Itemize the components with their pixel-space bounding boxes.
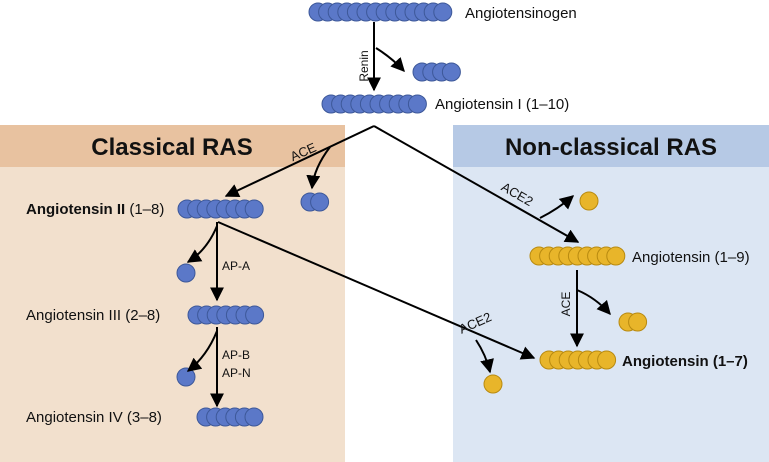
angiotensin-ii-chain: [177, 199, 264, 219]
amino-acid-bead: [244, 407, 264, 427]
angiotensin-i-label: Angiotensin I (1–10): [435, 96, 569, 113]
ace2-main-arrow: [373, 125, 580, 243]
angiotensin-1-7-label: Angiotensin (1–7): [622, 353, 748, 370]
amino-acid-bead: [483, 374, 503, 394]
ap-a-cleaved-bead: [176, 263, 196, 283]
renin-cleaved-beads: [412, 62, 461, 82]
angiotensinogen-chain: [308, 2, 453, 22]
reaction-arrows: [186, 22, 611, 408]
amino-acid-bead: [407, 94, 427, 114]
enzyme-labels: Renin ACE ACE2 AP-A AP-B AP-N ACE ACE2: [222, 50, 573, 380]
amino-acid-bead: [597, 350, 617, 370]
amino-acid-bead: [606, 246, 626, 266]
amino-acid-bead: [310, 192, 330, 212]
ap-a-side-arrow: [186, 225, 218, 263]
amino-acid-bead: [579, 191, 599, 211]
classical-panel-header: [0, 125, 345, 167]
peptide-labels: Angiotensinogen Angiotensin I (1–10) Ang…: [26, 5, 750, 426]
angiotensin-iii-label: Angiotensin III (2–8): [26, 307, 160, 324]
classical-ras-title: Classical RAS: [91, 134, 252, 161]
angiotensin-i-chain: [321, 94, 427, 114]
ap-bn-cleaved-bead: [176, 367, 196, 387]
ap-a-label: AP-A: [222, 259, 250, 273]
ace2-cross-side-arrow: [475, 339, 494, 374]
angiotensinogen-label: Angiotensinogen: [465, 5, 577, 22]
angiotensin-1-9-label: Angiotensin (1–9): [632, 249, 750, 266]
amino-acid-bead: [176, 367, 196, 387]
amino-acid-bead: [176, 263, 196, 283]
angiotensin-1-7-chain: [539, 350, 617, 370]
angiotensin-iii-chain: [187, 305, 265, 325]
ace-right-label: ACE: [559, 292, 573, 317]
ace-cleaved-dipeptide-right: [618, 312, 648, 332]
nonclassical-panel-header: [453, 125, 769, 167]
ace2-cleaved-bead: [579, 191, 599, 211]
renin-side-arrow: [375, 47, 405, 73]
ace-main-arrow: [224, 125, 375, 197]
nonclassical-ras-panel: Non-classical RAS: [453, 125, 769, 462]
ap-n-label: AP-N: [222, 366, 251, 380]
amino-acid-bead: [433, 2, 453, 22]
ace2-cross-arrow: [217, 221, 536, 360]
classical-panel-body: [0, 125, 345, 462]
peptide-chains: [176, 2, 648, 427]
renin-label: Renin: [357, 50, 371, 81]
amino-acid-bead: [245, 305, 265, 325]
amino-acid-bead: [441, 62, 461, 82]
ap-bn-side-arrow: [186, 330, 218, 372]
angiotensin-iv-label: Angiotensin IV (3–8): [26, 409, 162, 426]
angiotensin-iv-chain: [196, 407, 264, 427]
ace2-side-arrow: [539, 195, 575, 219]
nonclassical-panel-body: [453, 125, 769, 462]
ace-right-side-arrow: [576, 289, 611, 316]
nonclassical-ras-title: Non-classical RAS: [505, 134, 717, 161]
ace-cleaved-dipeptide: [300, 192, 330, 212]
ace-side-arrow: [306, 146, 331, 190]
angiotensin-ii-label: Angiotensin II (1–8): [26, 201, 164, 218]
amino-acid-bead: [244, 199, 264, 219]
classical-ras-panel: Classical RAS: [0, 125, 345, 462]
ace2-cross-cleaved-bead: [483, 374, 503, 394]
ap-b-label: AP-B: [222, 348, 250, 362]
angiotensin-1-9-chain: [529, 246, 626, 266]
amino-acid-bead: [628, 312, 648, 332]
